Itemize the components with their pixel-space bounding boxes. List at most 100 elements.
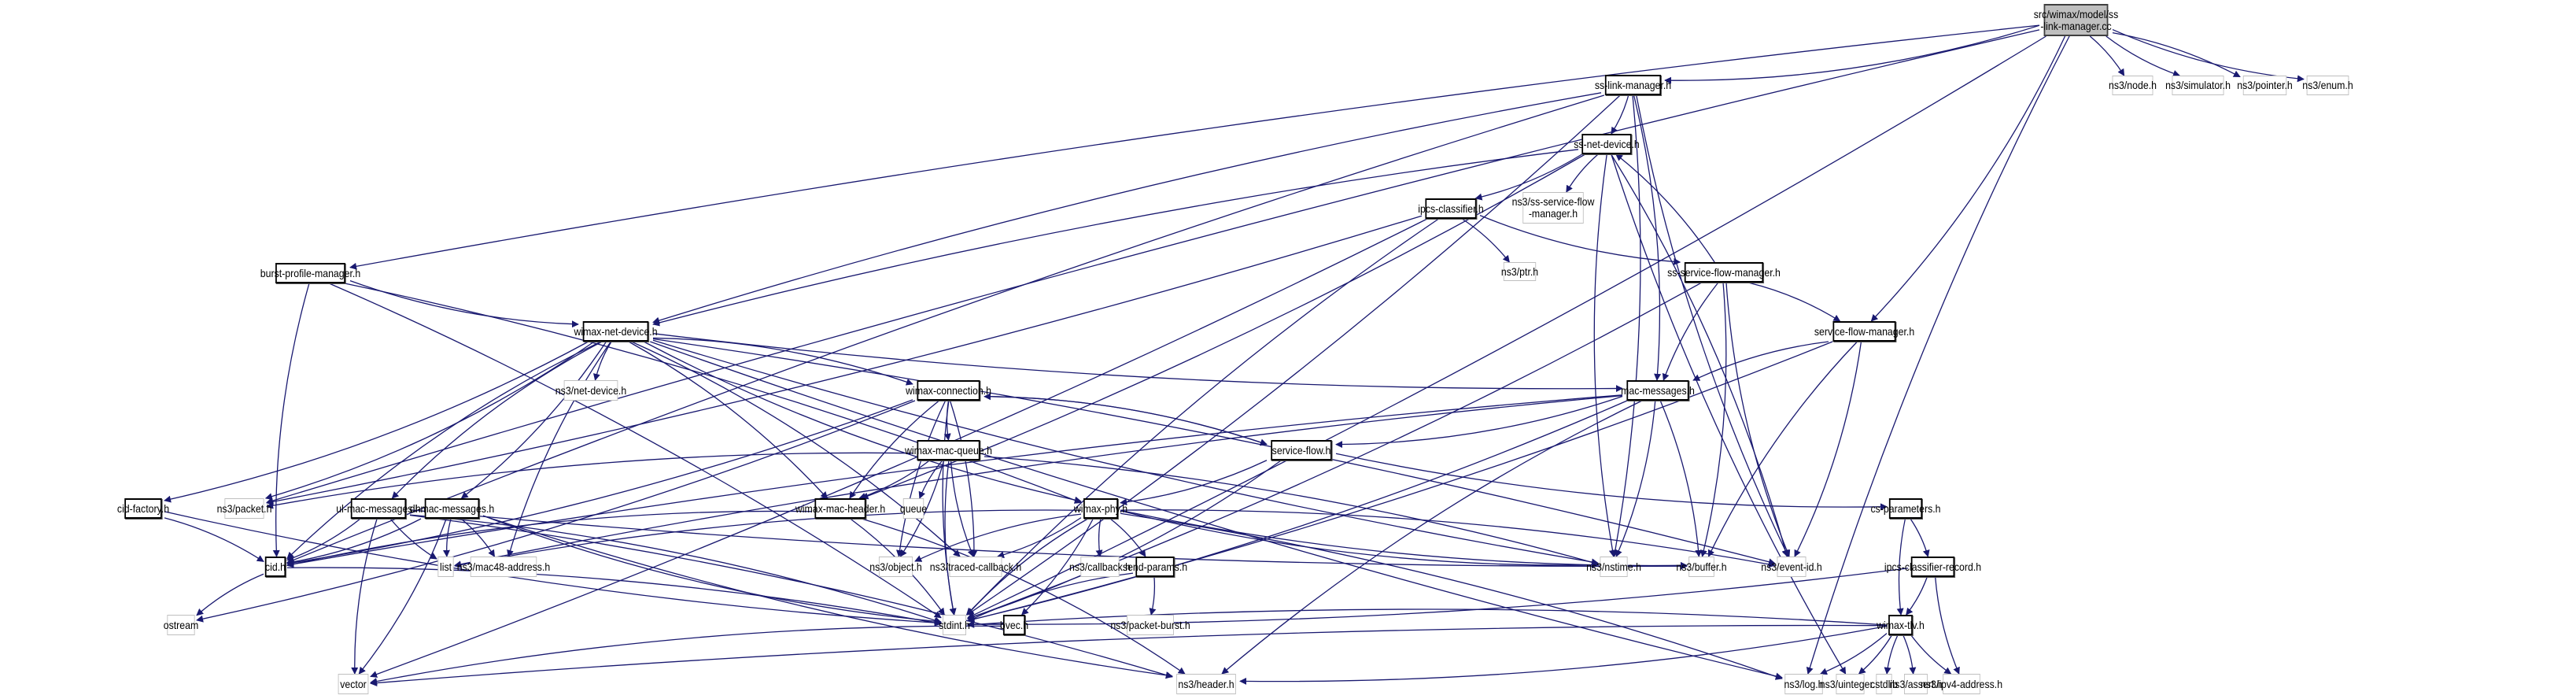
node-label: ss-net-device.h: [1574, 137, 1640, 150]
node-label: ns3/uinteger.h: [1819, 677, 1881, 690]
edge-ss-link-manager-to-cid: [286, 94, 1605, 564]
node-label: src/wimax/model/ss -link-manager.cc: [2033, 7, 2119, 32]
node-label: ns3/ptr.h: [1500, 264, 1539, 278]
edge-ss-net-device-to-wimax-net-device: [652, 149, 1579, 327]
edge-ss-link-manager-to-ns3-event-id: [1636, 94, 1789, 557]
edge-cid-to-ostream: [196, 573, 264, 616]
edge-mac-messages-to-cid: [286, 394, 1623, 568]
node-cstdlib: cstdlib: [1870, 674, 1898, 694]
node-stdint: stdint.h: [939, 615, 970, 635]
node-service-flow-manager[interactable]: service-flow-manager.h: [1814, 321, 1914, 342]
node-label: ns3/packet-burst.h: [1110, 618, 1190, 631]
node-label: ns3/mac48-address.h: [456, 560, 551, 573]
edge-dl-mac-messages-to-vector: [358, 518, 447, 675]
node-bvec[interactable]: bvec.h: [999, 615, 1029, 635]
node-ul-mac-messages[interactable]: ul-mac-messages.h: [336, 498, 421, 519]
edge-ss-net-device-to-ns3-ss-service-flow-manager: [1566, 153, 1599, 193]
edge-wimax-mac-header-to-cid: [286, 510, 812, 568]
node-label: wimax-phy.h: [1073, 501, 1128, 515]
edge-wimax-net-device-to-ns3-log: [650, 341, 1783, 680]
edge-wimax-connection-to-cid: [286, 399, 913, 567]
node-label: cs-parameters.h: [1870, 501, 1941, 515]
node-cid[interactable]: cid.h: [264, 557, 286, 577]
node-wimax-phy[interactable]: wimax-phy.h: [1074, 498, 1127, 519]
node-root[interactable]: src/wimax/model/ss -link-manager.cc: [2034, 4, 2118, 36]
edge-dl-mac-messages-to-cid: [286, 518, 422, 566]
edge-ss-link-manager-to-mac-messages: [1633, 94, 1662, 381]
edge-wimax-connection-to-wimax-mac-header: [849, 400, 939, 499]
edge-ss-service-flow-manager-to-ss-net-device: [1615, 153, 1715, 263]
node-wimax-mac-header[interactable]: wimax-mac-header.h: [795, 498, 885, 519]
edge-wimax-phy-to-send-params: [1109, 518, 1146, 557]
node-wimax-tlv[interactable]: wimax-tlv.h: [1877, 615, 1925, 635]
node-ns3-ss-service-flow-manager: ns3/ss-service-flow -manager.h: [1512, 192, 1594, 224]
node-burst-profile-manager[interactable]: burst-profile-manager.h: [260, 263, 360, 283]
node-label: ns3/nstime.h: [1586, 560, 1641, 573]
edge-root-to-burst-profile-manager: [349, 24, 2040, 270]
node-ipcs-classifier[interactable]: ipcs-classifier.h: [1418, 198, 1484, 219]
edge-wimax-net-device-to-ns3-net-device: [593, 341, 612, 381]
node-ns3-packet-burst: ns3/packet-burst.h: [1110, 615, 1190, 635]
edge-wimax-phy-to-ns3-callback: [1095, 518, 1103, 557]
edge-ss-service-flow-manager-to-ns3-event-id: [1725, 282, 1791, 557]
node-ss-service-flow-manager[interactable]: ss-service-flow-manager.h: [1667, 262, 1781, 283]
edge-ipcs-classifier-to-vector: [370, 218, 1428, 678]
edge-wimax-phy-to-ns3-traced-callback: [997, 517, 1082, 559]
node-cs-parameters[interactable]: cs-parameters.h: [1870, 498, 1941, 519]
node-ns3-ipv4-address: ns3/ipv4-address.h: [1921, 674, 2002, 694]
node-label: ns3/event-id.h: [1761, 560, 1822, 573]
node-send-params[interactable]: send-params.h: [1123, 557, 1187, 577]
edge-wimax-tlv-to-vector: [370, 624, 1888, 687]
edge-ss-net-device-to-ipcs-classifier: [1474, 153, 1582, 201]
node-label: wimax-mac-queue.h: [905, 443, 992, 457]
edge-wimax-net-device-to-ul-mac-messages: [391, 341, 603, 499]
node-ss-link-manager[interactable]: ss-link-manager.h: [1595, 75, 1671, 95]
edge-ss-link-manager-to-wimax-net-device: [652, 92, 1602, 324]
node-ns3-nstime: ns3/nstime.h: [1586, 557, 1641, 577]
edge-wimax-net-device-to-ns3-event-id: [652, 338, 1776, 566]
edge-ss-service-flow-manager-to-mac-messages: [1662, 282, 1719, 381]
edge-ipcs-classifier-to-ns3-packet: [266, 215, 1423, 505]
node-ipcs-classifier-record[interactable]: ipcs-classifier-record.h: [1884, 557, 1981, 577]
edge-wimax-tlv-to-ns3-log: [1819, 633, 1888, 675]
edge-wimax-phy-to-ns3-object: [914, 513, 1082, 562]
edge-wimax-mac-queue-to-wimax-mac-header: [858, 460, 930, 500]
edge-ipcs-classifier-record-to-ns3-ipv4-address: [1935, 576, 1960, 675]
edge-burst-profile-manager-to-wimax-net-device: [349, 280, 579, 328]
edge-ss-link-manager-to-ns3-nstime: [1611, 94, 1641, 557]
edge-wimax-net-device-to-dl-mac-messages: [460, 341, 607, 499]
node-wimax-connection[interactable]: wimax-connection.h: [906, 380, 991, 401]
edge-wimax-tlv-to-cstdlib: [1884, 634, 1899, 675]
node-label: service-flow.h: [1271, 443, 1331, 457]
node-cid-factory[interactable]: cid-factory.h: [117, 498, 169, 519]
edge-wimax-net-device-to-cid-factory: [164, 341, 589, 503]
edge-ss-net-device-to-ns3-event-id: [1611, 153, 1789, 557]
edge-burst-profile-manager-to-cid: [272, 283, 310, 557]
node-label: cstdlib: [1870, 677, 1898, 690]
node-label: send-params.h: [1122, 560, 1188, 573]
node-wimax-net-device[interactable]: wimax-net-device.h: [574, 321, 658, 342]
edge-wimax-tlv-to-ns3-ipv4-address: [1910, 634, 1952, 675]
node-label: wimax-net-device.h: [574, 324, 658, 338]
node-dl-mac-messages[interactable]: dl-mac-messages.h: [410, 498, 494, 519]
node-service-flow[interactable]: service-flow.h: [1271, 440, 1332, 460]
edge-wimax-phy-to-bvec: [1021, 518, 1094, 616]
edge-service-flow-manager-to-ns3-buffer: [1707, 341, 1858, 557]
edge-service-flow-manager-to-mac-messages: [1692, 341, 1829, 381]
node-label: vector: [340, 677, 367, 690]
node-ss-net-device[interactable]: ss-net-device.h: [1574, 134, 1640, 154]
edge-wimax-mac-queue-to-stdint: [944, 460, 957, 616]
node-ns3-net-device: ns3/net-device.h: [555, 380, 626, 401]
edge-ss-service-flow-manager-to-ns3-buffer: [1699, 282, 1727, 557]
edge-mac-messages-to-service-flow: [1335, 395, 1623, 449]
node-label: burst-profile-manager.h: [260, 266, 361, 279]
node-mac-messages[interactable]: mac-messages.h: [1621, 380, 1695, 401]
node-ns3-ptr: ns3/ptr.h: [1500, 262, 1539, 281]
node-label: wimax-connection.h: [906, 383, 991, 397]
node-label: bvec.h: [999, 618, 1029, 631]
node-wimax-mac-queue[interactable]: wimax-mac-queue.h: [905, 440, 992, 460]
node-ns3-uinteger: ns3/uinteger.h: [1820, 674, 1880, 694]
edge-wimax-connection-to-ns3-object: [895, 400, 947, 557]
edge-wimax-mac-queue-to-ns3-nstime: [984, 456, 1599, 566]
